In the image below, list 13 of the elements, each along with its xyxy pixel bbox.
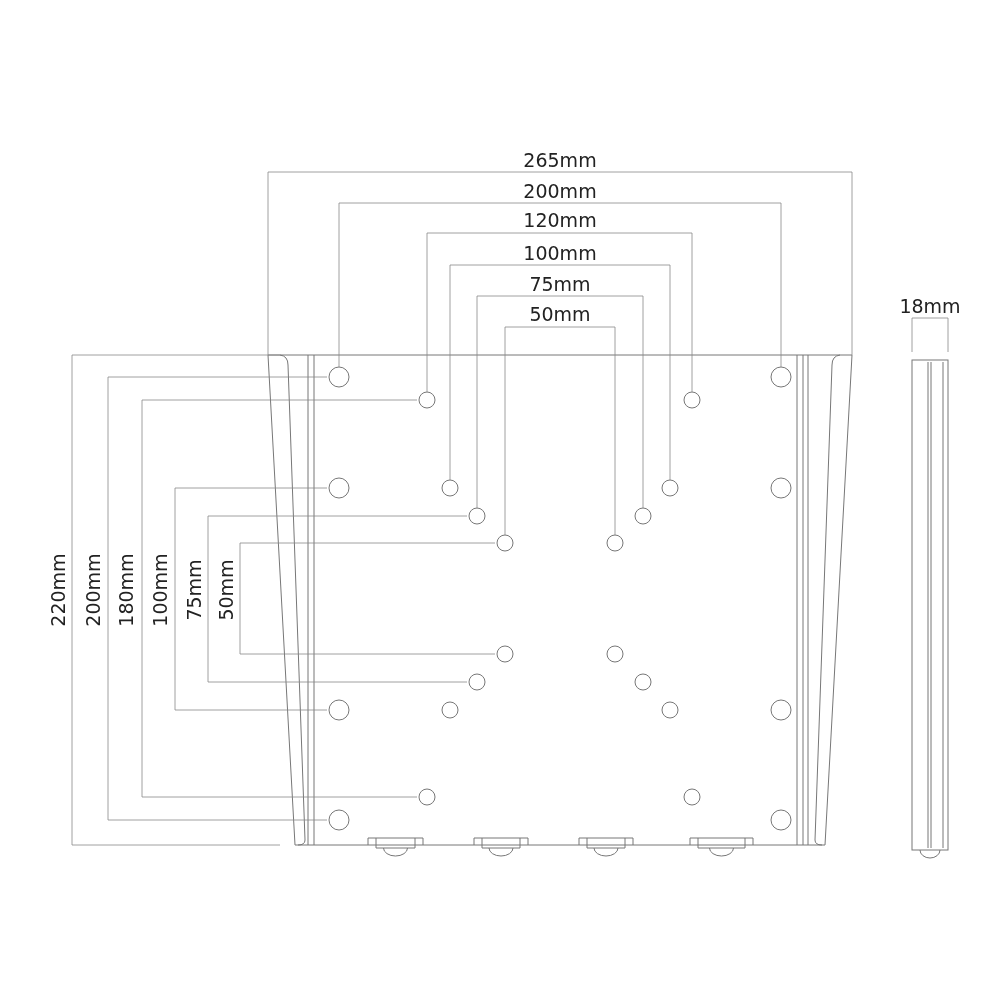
dimension-label: 100mm	[150, 553, 170, 627]
dimension-label: 18mm	[899, 296, 961, 316]
dimension-label: 75mm	[184, 559, 204, 621]
dimension-label: 75mm	[529, 274, 591, 294]
dimension-label: 265mm	[523, 150, 597, 170]
dimension-label: 220mm	[48, 553, 68, 627]
dimension-label: 50mm	[529, 304, 591, 324]
dimension-label: 180mm	[116, 553, 136, 627]
dimension-label: 100mm	[523, 243, 597, 263]
dimension-label: 50mm	[216, 559, 236, 621]
dimension-label: 200mm	[83, 553, 103, 627]
dimension-label: 120mm	[523, 210, 597, 230]
dimension-label: 200mm	[523, 181, 597, 201]
